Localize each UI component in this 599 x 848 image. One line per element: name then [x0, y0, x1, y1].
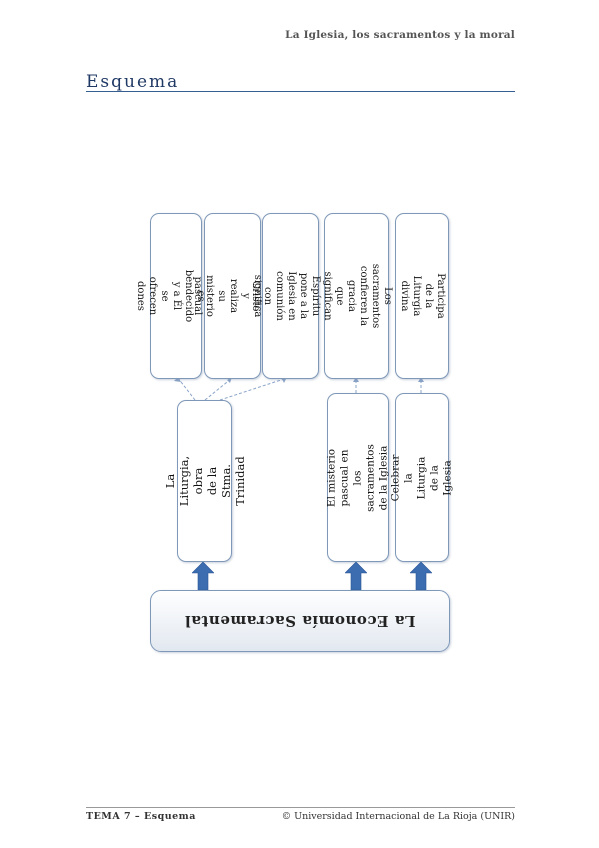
detail-box-father: El Padre es bendecido y a Él se ofrecen … [135, 213, 218, 379]
arrow-up-icon [345, 562, 367, 590]
section-title: Esquema [86, 72, 180, 92]
connector-liturgy-christ [204, 377, 233, 401]
detail-text-spirit: El Espíritu pone a la Iglesia en comunió… [249, 271, 333, 321]
detail-box-sacraments: Los sacramentos confieren la gracia que … [322, 213, 393, 379]
footer-topic: TEMA 7 – Esquema [86, 811, 196, 822]
main-text-paschal: El misterio pascual en los sacramentos d… [325, 443, 390, 512]
root-box: La Economía Sacramental [150, 590, 450, 652]
detail-text-sacraments: Los sacramentos confieren la gracia que … [321, 263, 393, 329]
detail-text-participate: Participa de la Liturgia divina [399, 273, 446, 319]
main-box-celebrate: Celebrar la Liturgia de la Iglesia [390, 393, 454, 562]
running-header: La Iglesia, los sacramentos y la moral [285, 29, 515, 41]
arrow-up-icon [192, 562, 214, 590]
main-text-celebrate: Celebrar la Liturgia de la Iglesia [389, 454, 454, 501]
section-rule [86, 91, 515, 92]
detail-box-christ: Cristo significa y realiza su misterio p… [192, 213, 275, 379]
main-box-liturgy: La Liturgia, obra de la Stma. Trinidad [163, 400, 247, 562]
footer-rule [86, 807, 515, 808]
footer-copyright: © Universidad Internacional de La Rioja … [281, 811, 515, 822]
connector-liturgy-spirit [219, 377, 288, 401]
root-label: La Economía Sacramental [184, 612, 416, 630]
arrow-up-icon [410, 562, 432, 590]
detail-box-participate: Participa de la Liturgia divina [395, 213, 449, 379]
detail-box-spirit: El Espíritu pone a la Iglesia en comunió… [250, 213, 333, 379]
main-box-paschal: El misterio pascual en los sacramentos d… [325, 393, 390, 562]
main-text-liturgy: La Liturgia, obra de la Stma. Trinidad [162, 455, 247, 507]
